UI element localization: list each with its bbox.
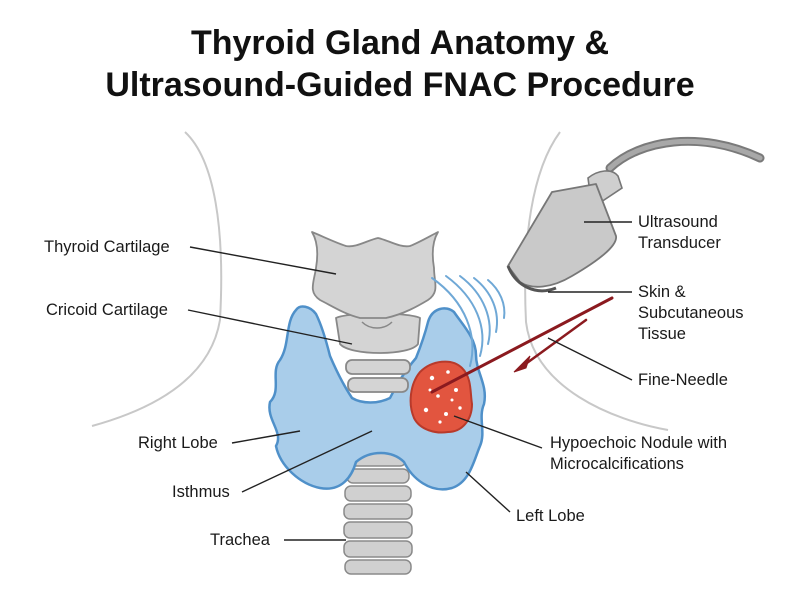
label-fine-needle: Fine-Needle (638, 371, 728, 389)
label-right-lobe: Right Lobe (138, 434, 218, 452)
label-skin-line-3: Tissue (638, 325, 686, 343)
thyroid-cartilage (311, 231, 439, 319)
label-nodule-line-1: Hypoechoic Nodule with (550, 434, 728, 452)
label-cricoid-cartilage: Cricoid Cartilage (46, 301, 168, 319)
neck-outline (91, 131, 669, 431)
label-ultrasound-transducer: Ultrasound Transducer (638, 212, 721, 254)
ultrasound-waves (431, 275, 506, 367)
label-left-lobe: Left Lobe (516, 507, 585, 525)
label-trachea: Trachea (210, 531, 270, 549)
label-ultrasound-transducer-line-2: Transducer (638, 234, 721, 252)
trachea (343, 451, 413, 575)
leader-lines (187, 221, 633, 541)
label-skin-line-1: Skin & (638, 283, 686, 301)
microcalcifications (423, 370, 462, 424)
ultrasound-transducer (506, 136, 765, 293)
label-skin-subcutaneous: Skin & Subcutaneous Tissue (638, 282, 744, 345)
label-skin-line-2: Subcutaneous (638, 304, 744, 322)
title-line-2: Ultrasound-Guided FNAC Procedure (105, 66, 695, 104)
label-hypoechoic-nodule: Hypoechoic Nodule with Microcalcificatio… (550, 433, 727, 475)
label-ultrasound-transducer-line-1: Ultrasound (638, 213, 718, 231)
title-line-1: Thyroid Gland Anatomy & (190, 24, 610, 62)
label-thyroid-cartilage: Thyroid Cartilage (44, 238, 170, 256)
label-nodule-line-2: Microcalcifications (550, 455, 684, 473)
fine-needle (430, 296, 614, 394)
diagram-title: Thyroid Gland Anatomy & Ultrasound-Guide… (0, 22, 800, 106)
label-isthmus: Isthmus (172, 483, 230, 501)
cricoid-cartilage (335, 312, 421, 393)
thyroid-gland (268, 305, 487, 491)
